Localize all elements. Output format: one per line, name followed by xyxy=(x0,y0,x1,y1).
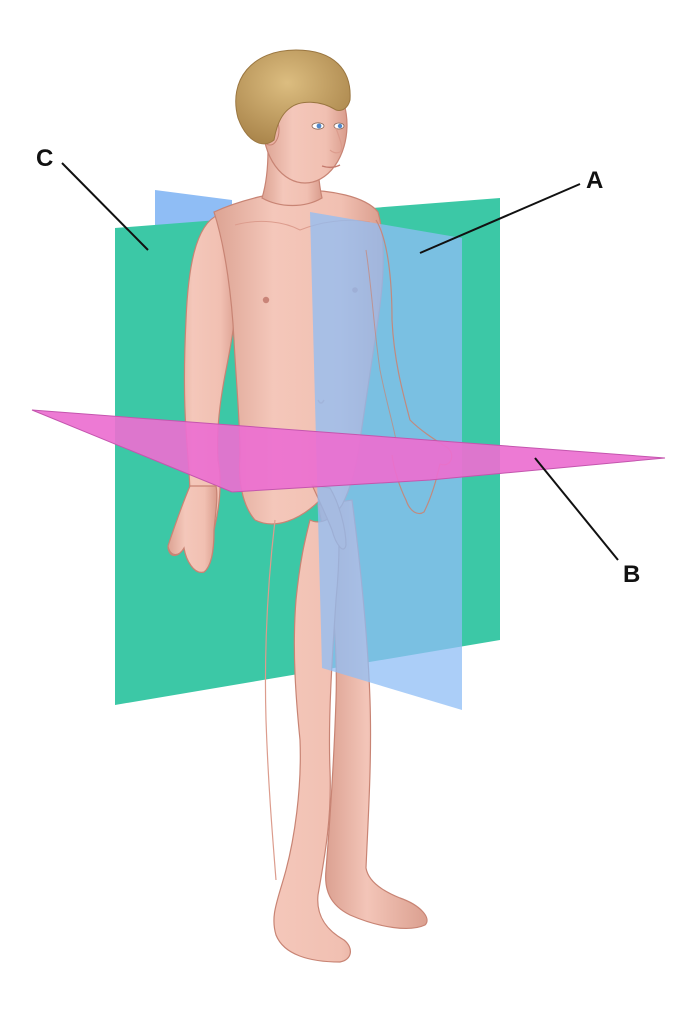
label-a: A xyxy=(586,167,603,194)
near-leg-shadow xyxy=(264,519,277,881)
leader-line-a xyxy=(419,183,581,254)
transverse-plane-edge xyxy=(31,409,666,493)
label-c: C xyxy=(36,145,53,172)
iris-right xyxy=(337,123,343,129)
right-forearm-lower xyxy=(167,485,218,573)
label-b: B xyxy=(623,561,640,588)
leader-line-c xyxy=(61,162,149,251)
iris-left xyxy=(316,123,322,129)
mouth xyxy=(321,164,341,169)
left-arm-inner xyxy=(365,249,397,441)
transverse-plane xyxy=(32,410,665,492)
nose xyxy=(329,127,343,154)
hair xyxy=(235,49,351,145)
nipple-left xyxy=(262,296,270,304)
leader-line-b xyxy=(534,457,619,561)
